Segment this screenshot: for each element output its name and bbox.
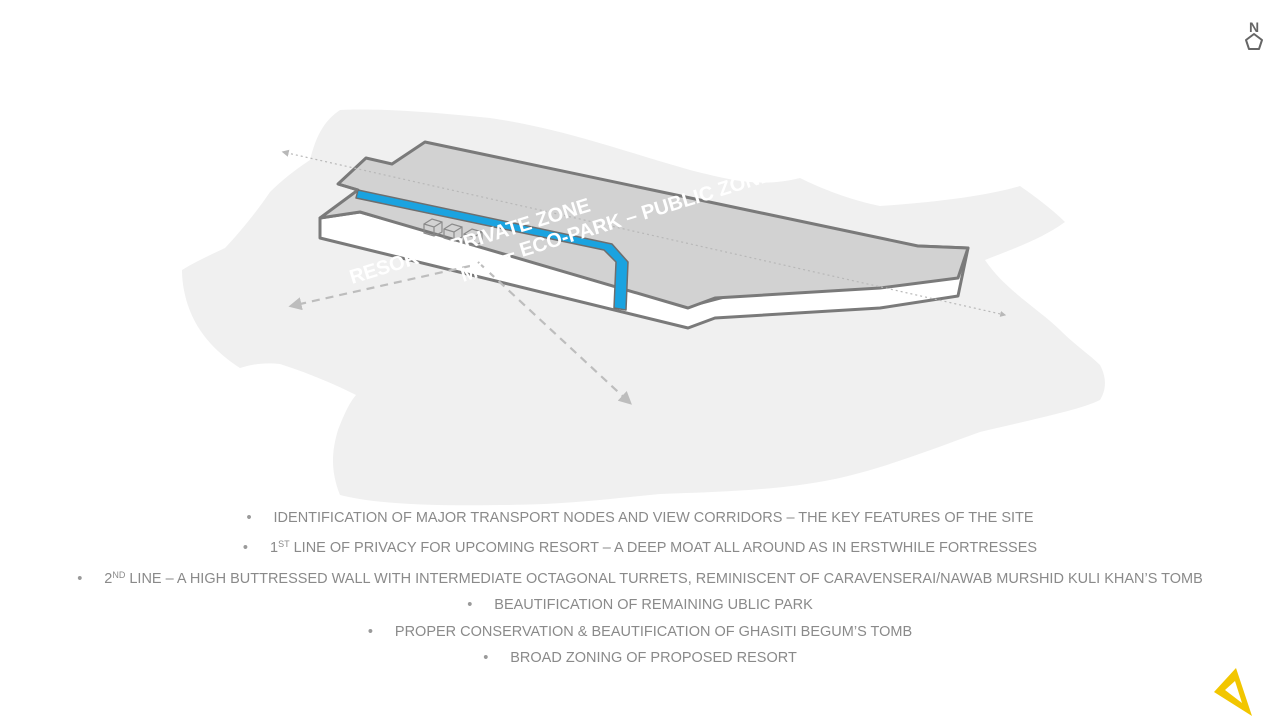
bullet-item: •1ST LINE OF PRIVACY FOR UPCOMING RESORT… — [242, 539, 1038, 557]
view-corridor-line — [281, 149, 1006, 316]
platform-deck — [318, 140, 970, 310]
yellow-triangle-logo-icon — [1214, 668, 1252, 716]
north-label: N — [1249, 19, 1259, 35]
moat-channel — [355, 189, 629, 311]
transport-arrow-west — [288, 264, 471, 311]
bullet-item: •PROPER CONSERVATION & BEAUTIFICATION OF… — [367, 623, 913, 640]
bullet-item: •BROAD ZONING OF PROPOSED RESORT — [483, 650, 797, 667]
bullet-item: •BEAUTIFICATION OF REMAINING UBLIC PARK — [467, 597, 813, 614]
bullet-item: •2ND LINE – A HIGH BUTTRESSED WALL WITH … — [77, 569, 1203, 587]
transport-arrow-south — [477, 261, 632, 405]
moat-edge — [337, 182, 359, 192]
resort-buildings — [423, 218, 483, 247]
key-points-list: •IDENTIFICATION OF MAJOR TRANSPORT NODES… — [0, 505, 1280, 671]
north-arrow-icon: N — [1245, 19, 1263, 50]
bullet-item: •IDENTIFICATION OF MAJOR TRANSPORT NODES… — [246, 510, 1034, 526]
